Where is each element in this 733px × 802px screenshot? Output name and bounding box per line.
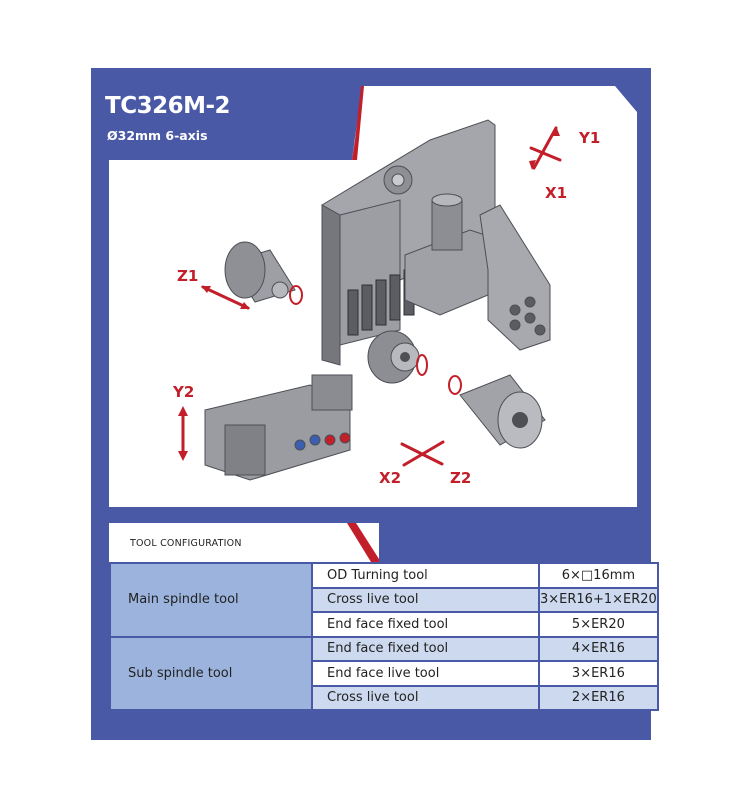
- tool-name: OD Turning tool: [311, 562, 540, 589]
- config-accent-stripe: [347, 523, 379, 562]
- tool-quantity: 2×ER16: [538, 684, 659, 711]
- model-title: TC326M-2: [105, 93, 231, 119]
- tool-config-table: Main spindle tool OD Turning tool 6×□16m…: [109, 562, 659, 711]
- axis-label-y2: Y2: [172, 383, 194, 401]
- accent-stripe: [352, 86, 364, 160]
- axis-label-x2: X2: [379, 469, 401, 487]
- table-row: Main spindle tool OD Turning tool 6×□16m…: [109, 562, 659, 638]
- tool-quantity: 4×ER16: [538, 635, 659, 662]
- config-heading-bar: [109, 523, 379, 562]
- main-spindle: [224, 241, 303, 305]
- group-sub-spindle: Sub spindle tool: [109, 635, 313, 711]
- config-heading: TOOL CONFIGURATION: [130, 538, 242, 549]
- table-row: Sub spindle tool End face fixed tool 4×E…: [109, 635, 659, 711]
- tool-quantity: 5×ER20: [538, 611, 659, 638]
- axis-arrowheads: [178, 126, 560, 461]
- axis-label-z2: Z2: [450, 469, 471, 487]
- group-main-spindle: Main spindle tool: [109, 562, 313, 638]
- lower-tool-block: [204, 374, 353, 481]
- tool-quantity: 3×ER16: [538, 660, 659, 687]
- rotary-disk: [367, 330, 428, 384]
- tool-name: Cross live tool: [311, 684, 540, 711]
- axis-label-x1: X1: [545, 184, 567, 202]
- model-subtitle: Ø32mm 6-axis: [107, 128, 208, 143]
- tool-name: End face live tool: [311, 660, 540, 687]
- tool-quantity: 6×□16mm: [538, 562, 659, 589]
- tool-name: Cross live tool: [311, 586, 540, 613]
- live-tool-block: [404, 193, 501, 316]
- axis-arrows: [181, 126, 562, 467]
- sub-spindle: [448, 374, 546, 449]
- table-row: Cross live tool 2×ER16: [110, 684, 659, 711]
- right-bracket: [479, 204, 551, 351]
- tool-quantity: 3×ER16+1×ER20: [538, 586, 659, 613]
- tool-name: End face fixed tool: [311, 635, 540, 662]
- axis-label-z1: Z1: [177, 267, 198, 285]
- table-row: End face live tool 3×ER16: [110, 660, 659, 687]
- axis-label-y1: Y1: [578, 129, 600, 147]
- tool-name: End face fixed tool: [311, 611, 540, 638]
